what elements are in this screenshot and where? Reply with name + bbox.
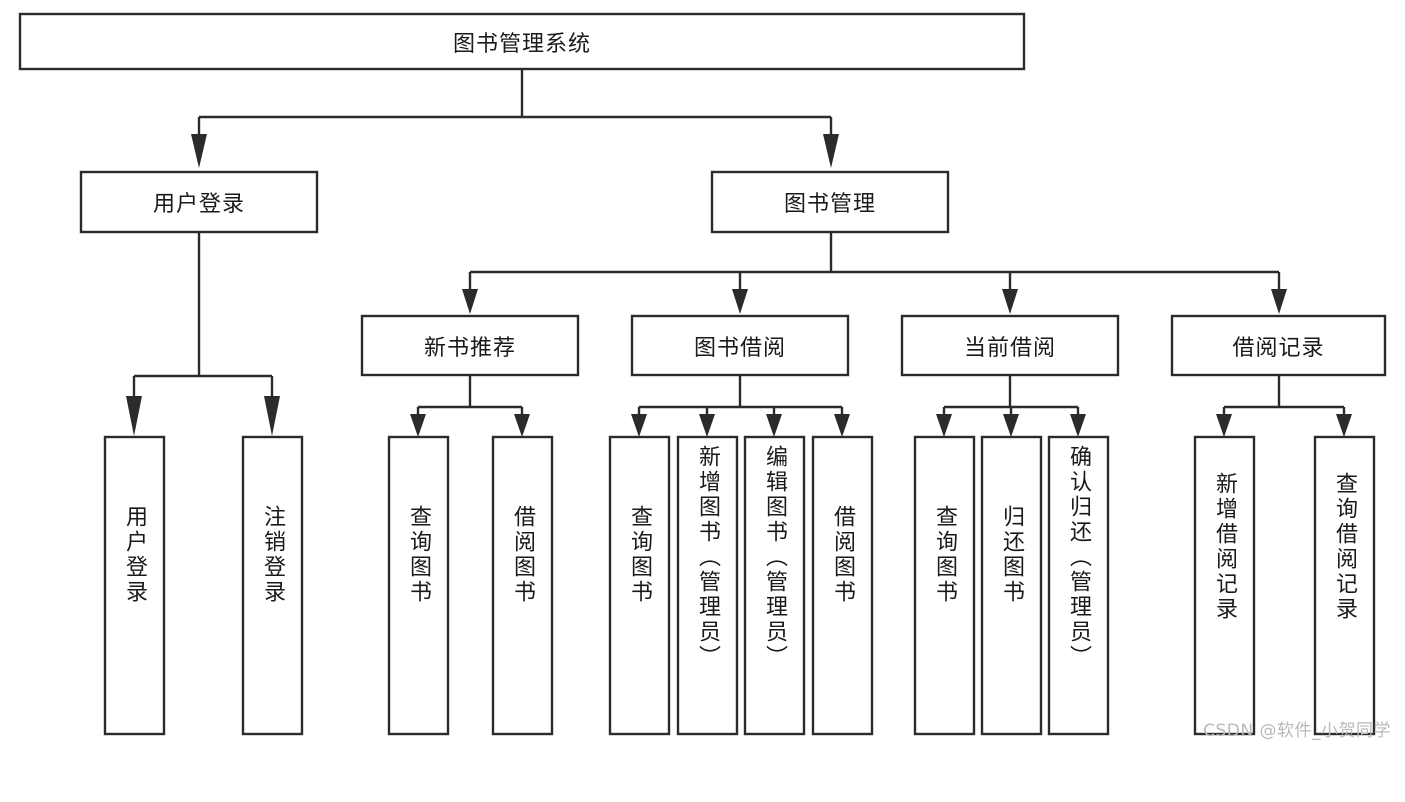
node-box-leaf-query-record[interactable] [1313,435,1376,736]
hierarchy-diagram-svg [18,12,1387,736]
arrowhead-leaf-borrow-book-1 [514,414,530,437]
node-box-leaf-query-book-2[interactable] [608,435,671,736]
connector-group-borrow-record [1216,376,1352,437]
connector-group-user-login [126,233,280,436]
connector-group-current-borrow [936,376,1086,437]
node-box-book-borrow[interactable] [630,314,850,377]
arrowhead-leaf-confirm-return [1070,414,1086,437]
node-box-leaf-user-login[interactable] [103,435,166,736]
node-box-leaf-borrow-book-2[interactable] [811,435,874,736]
node-box-leaf-query-book-3[interactable] [913,435,976,736]
arrowhead-book-management [823,134,839,168]
connector-group-new-book-recommend [410,376,530,437]
node-box-borrow-record[interactable] [1170,314,1387,377]
arrowhead-leaf-borrow-book-2 [834,414,850,437]
arrowhead-leaf-return-book [1003,414,1019,437]
arrowhead-leaf-user-login [126,396,142,436]
diagram-canvas: 图书管理系统 用户登录 图书管理 新书推荐 图书借阅 当前借阅 借阅记录 用户登… [18,12,1391,741]
arrowhead-user-login [191,134,207,168]
connector-group-book-borrow [631,376,850,437]
arrowhead-borrow-record [1271,289,1287,314]
arrowhead-current-borrow [1002,289,1018,314]
arrowhead-leaf-edit-book [766,414,782,437]
node-box-leaf-return-book[interactable] [980,435,1043,736]
node-box-leaf-logout-login[interactable] [241,435,304,736]
arrowhead-leaf-query-record [1336,414,1352,437]
node-box-leaf-edit-book[interactable] [743,435,806,736]
arrowhead-leaf-add-book [699,414,715,437]
node-box-user-login[interactable] [79,170,319,234]
node-box-leaf-borrow-book-1[interactable] [491,435,554,736]
node-box-current-borrow[interactable] [900,314,1120,377]
arrowhead-new-book-recommend [462,289,478,314]
node-box-leaf-add-book[interactable] [676,435,739,736]
node-box-leaf-add-record[interactable] [1193,435,1256,736]
node-box-root[interactable] [18,12,1026,71]
arrowhead-book-borrow [732,289,748,314]
connector-group-book-management [462,233,1287,314]
node-box-book-management[interactable] [710,170,950,234]
arrowhead-leaf-query-book-3 [936,414,952,437]
arrowhead-leaf-query-book-2 [631,414,647,437]
node-box-new-book-recommend[interactable] [360,314,580,377]
connector-group-root [191,69,839,168]
arrowhead-leaf-add-record [1216,414,1232,437]
node-box-leaf-confirm-return[interactable] [1047,435,1110,736]
node-box-leaf-query-book-1[interactable] [387,435,450,736]
arrowhead-leaf-logout-login [264,396,280,436]
arrowhead-leaf-query-book-1 [410,414,426,437]
